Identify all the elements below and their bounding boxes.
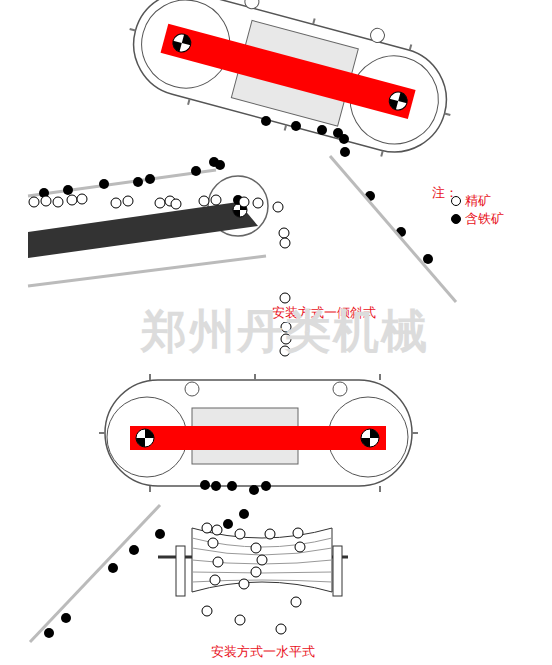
- legend-row: 含铁矿: [450, 210, 504, 228]
- legend-symbol: [450, 213, 462, 225]
- tilted-separator: [115, 0, 468, 171]
- watermark: 郑州丹类机械: [141, 301, 429, 363]
- concentrate-balls-bottom: [202, 523, 305, 634]
- legend-text: 含铁矿: [465, 210, 504, 228]
- iron-balls-bottom: [44, 480, 271, 638]
- horizontal-separator: [99, 374, 418, 492]
- chute: [30, 505, 160, 642]
- caption-label: 安装方式一水平式: [209, 643, 317, 661]
- legend-row: 精矿: [450, 192, 491, 210]
- legend-text: 精矿: [465, 192, 491, 210]
- roller: [158, 528, 348, 596]
- iron-balls-top: [261, 116, 433, 264]
- legend-symbol: [450, 195, 462, 207]
- chute: [330, 156, 456, 302]
